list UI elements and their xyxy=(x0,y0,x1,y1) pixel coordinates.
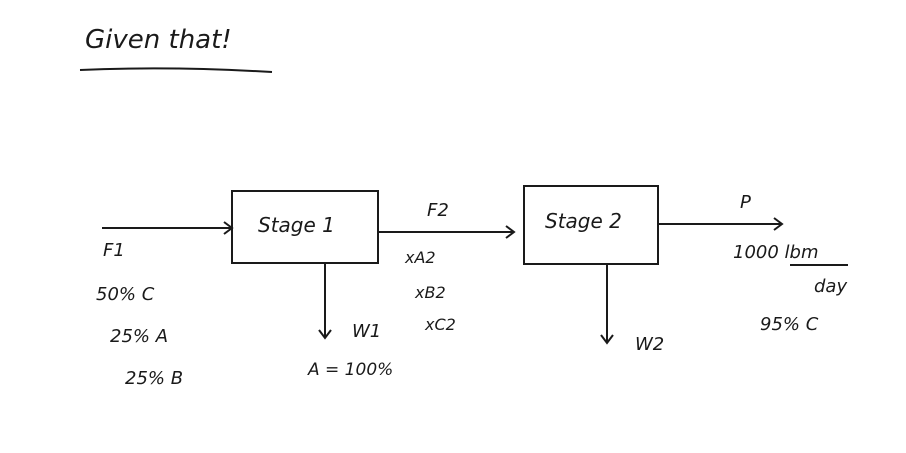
product-purity: 95% C xyxy=(760,314,819,335)
feed-composition-a: 25% A xyxy=(110,326,168,347)
feed-composition-c: 50% C xyxy=(96,284,155,305)
stage-1-box xyxy=(231,190,379,264)
product-rate-value: 1000 lbm xyxy=(733,242,819,263)
intermediate-composition-a: xA2 xyxy=(404,248,436,267)
product-label: P xyxy=(740,192,751,213)
intermediate-composition-c: xC2 xyxy=(424,315,456,334)
product-rate-unit: day xyxy=(814,276,847,297)
waste-1-arrowhead xyxy=(318,329,332,340)
feed-label: F1 xyxy=(103,240,125,261)
intermediate-composition-b: xB2 xyxy=(414,283,446,302)
waste-2-label: W2 xyxy=(635,334,664,355)
feed-composition-b: 25% B xyxy=(125,368,183,389)
stage-1-label: Stage 1 xyxy=(258,213,335,237)
waste-1-label: W1 xyxy=(352,321,381,342)
product-arrowhead xyxy=(773,217,784,231)
intermediate-label: F2 xyxy=(427,200,449,221)
waste-1-note: A = 100% xyxy=(307,360,393,380)
page-title: Given that! xyxy=(85,25,232,55)
title-underline xyxy=(79,67,273,73)
intermediate-arrowhead xyxy=(505,225,516,239)
stage-2-label: Stage 2 xyxy=(545,209,622,233)
waste-2-arrowhead xyxy=(600,334,614,345)
